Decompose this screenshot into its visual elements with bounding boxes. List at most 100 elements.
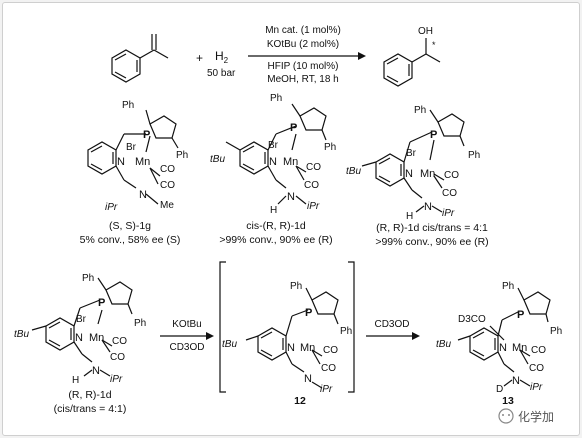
label-12: 12: [294, 395, 306, 407]
ipr-label: iPr: [442, 208, 455, 219]
bracket-left: [219, 261, 226, 393]
co-label: CO: [323, 345, 338, 356]
reaction-arrowhead: [206, 332, 214, 340]
d3co-label: D3CO: [458, 314, 486, 325]
co-label: CO: [321, 363, 336, 374]
intermediate-12: [245, 287, 339, 389]
p-atom: P: [143, 129, 150, 141]
ph-label: Ph: [82, 273, 94, 284]
p-atom: P: [305, 307, 312, 319]
n-atom: N: [405, 168, 413, 180]
tbu-label: tBu: [436, 339, 451, 350]
ph-label: Ph: [550, 326, 562, 337]
ph-label: Ph: [324, 142, 336, 153]
ph-label: Ph: [414, 105, 426, 116]
n-atom: N: [75, 332, 83, 344]
n-atom: N: [269, 156, 277, 168]
ph-label: Ph: [468, 150, 480, 161]
n-atom: N: [499, 342, 507, 354]
n-atom: N: [512, 375, 520, 387]
co-label: CO: [304, 180, 319, 191]
n-atom: N: [424, 201, 432, 213]
co-label: CO: [160, 180, 175, 191]
wechat-icon: [498, 408, 514, 424]
br-label: Br: [126, 142, 137, 153]
ph-label: Ph: [270, 93, 282, 104]
mn-atom: Mn: [283, 156, 298, 168]
co-label: CO: [531, 345, 546, 356]
co-label: CO: [529, 363, 544, 374]
co-label: CO: [442, 188, 457, 199]
ipr-label: iPr: [110, 374, 123, 385]
condition-4: MeOH, RT, 18 h: [267, 74, 339, 85]
co-label: CO: [444, 170, 459, 181]
complex-1d-mixture: [361, 109, 465, 213]
h-label: H: [72, 375, 79, 386]
co-label: CO: [160, 164, 175, 175]
ph-label: Ph: [134, 318, 146, 329]
h2-label: H2: [215, 49, 229, 65]
mn-atom: Mn: [300, 342, 315, 354]
condition-1: Mn cat. (1 mol%): [265, 25, 341, 36]
br-label: Br: [406, 148, 417, 159]
ph-label: Ph: [122, 100, 134, 111]
complex-1d-bottom: [31, 277, 133, 377]
ph-label: Ph: [502, 281, 514, 292]
mn-atom: Mn: [135, 156, 150, 168]
mn-atom: Mn: [89, 332, 104, 344]
bracket-right: [348, 261, 355, 393]
condition-3: HFIP (10 mol%): [268, 61, 339, 72]
h-label: H: [270, 205, 277, 216]
mn-atom: Mn: [512, 342, 527, 354]
p-atom: P: [290, 122, 297, 134]
n-atom: N: [92, 365, 100, 377]
label-1d-mixture: (R, R)-1d cis/trans = 4:1: [376, 222, 488, 234]
p-atom: P: [430, 129, 437, 141]
p-atom: P: [517, 309, 524, 321]
br-label: Br: [268, 140, 279, 151]
result-1d-bottom: (cis/trans = 4:1): [54, 403, 127, 415]
n-atom: N: [304, 373, 312, 385]
mn-atom: Mn: [420, 168, 435, 180]
watermark-text: 化学加: [518, 409, 554, 424]
stereocenter-star: *: [432, 40, 436, 50]
arrow1-solvent: CD3OD: [169, 342, 204, 353]
label-1d-bottom: (R, R)-1d: [68, 389, 111, 401]
tbu-label: tBu: [346, 166, 361, 177]
complex-13: [457, 287, 551, 387]
complex-1d-cis: [225, 103, 327, 205]
d-label: D: [496, 384, 503, 395]
n-atom: N: [117, 156, 125, 168]
label-1d-cis: cis-(R, R)-1d: [246, 220, 306, 232]
acetophenone-structure: [111, 34, 169, 83]
reaction-arrowhead: [358, 52, 366, 60]
tbu-label: tBu: [14, 329, 29, 340]
co-label: CO: [110, 352, 125, 363]
co-label: CO: [112, 336, 127, 347]
result-1d-cis: >99% conv., 90% ee (R): [219, 234, 332, 246]
tbu-label: tBu: [222, 339, 237, 350]
tbu-label: tBu: [210, 154, 225, 165]
condition-2: KOtBu (2 mol%): [267, 39, 339, 50]
label-1g: (S, S)-1g: [109, 220, 151, 232]
plus-sign: +: [196, 51, 203, 65]
n-atom: N: [139, 189, 147, 201]
label-13: 13: [502, 395, 514, 407]
reaction-arrowhead: [412, 332, 420, 340]
ph-label: Ph: [290, 281, 302, 292]
ph-label: Ph: [176, 150, 188, 161]
co-label: CO: [306, 162, 321, 173]
ipr-label: iPr: [307, 201, 320, 212]
result-1g: 5% conv., 58% ee (S): [80, 234, 181, 246]
ph-label: Ph: [340, 326, 352, 337]
arrow1-reagent: KOtBu: [172, 319, 201, 330]
ipr-label: iPr: [320, 384, 333, 395]
phenylethanol-structure: [383, 38, 441, 87]
oh-label: OH: [418, 26, 433, 37]
ipr-label: iPr: [530, 382, 543, 393]
complex-1g: [87, 109, 179, 205]
ipr-label: iPr: [105, 202, 118, 213]
pressure-label: 50 bar: [207, 68, 236, 79]
